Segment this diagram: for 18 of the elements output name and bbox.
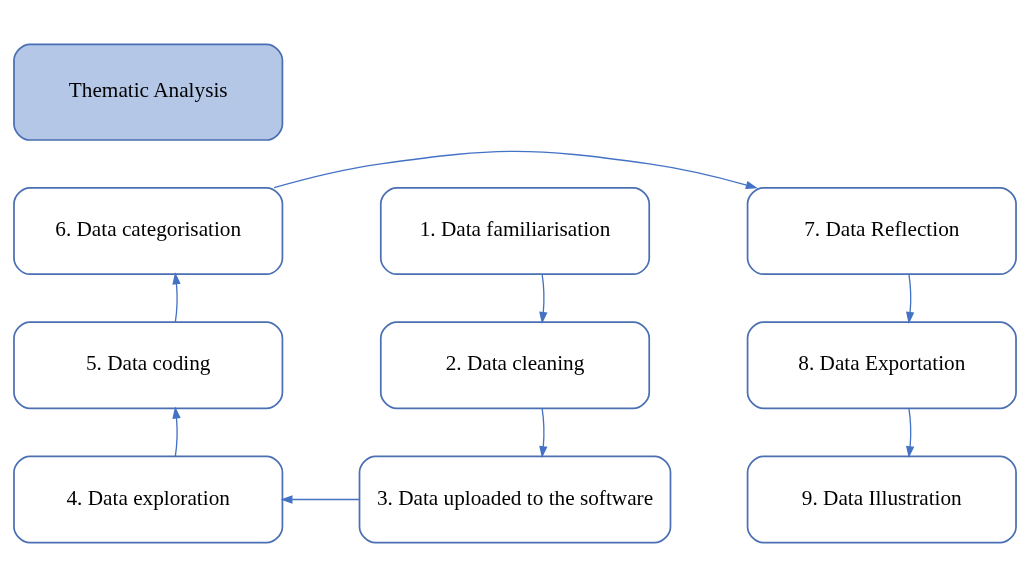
node-box: Thematic Analysis	[13, 43, 284, 141]
arrow	[172, 406, 181, 457]
node-box: 8. Data Exportation	[746, 321, 1017, 410]
arrow	[280, 495, 360, 504]
arrow	[906, 273, 915, 324]
arrow	[906, 407, 915, 459]
arrow	[539, 407, 548, 459]
node-box: 9. Data Illustration	[746, 455, 1017, 544]
node-box: 6. Data categorisation	[13, 187, 284, 276]
arrow	[539, 273, 548, 324]
arrow	[273, 150, 758, 190]
arrow	[172, 272, 181, 323]
node-box: 7. Data Reflection	[746, 187, 1017, 276]
node-box: 1. Data familiarisation	[379, 187, 651, 276]
node-box: 5. Data coding	[13, 321, 284, 410]
node-box: 2. Data cleaning	[379, 321, 651, 410]
node-box: 3. Data uploaded to the software	[358, 455, 672, 544]
node-box: 4. Data exploration	[13, 455, 284, 544]
